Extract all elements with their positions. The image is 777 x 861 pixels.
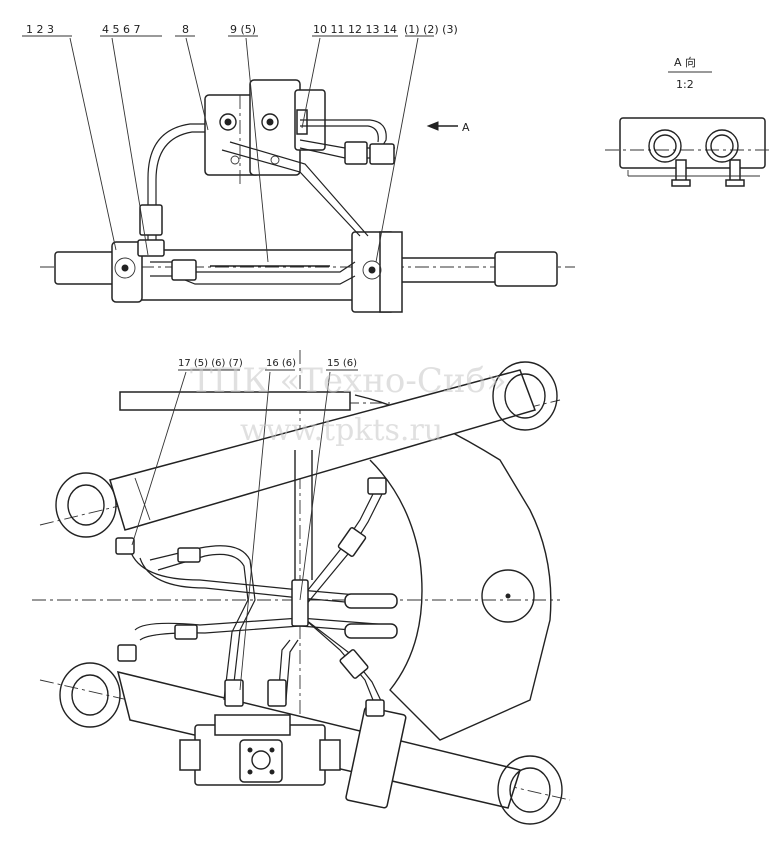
callout-8: 8 xyxy=(182,23,189,36)
callout-1-2-3: 1 2 3 xyxy=(26,23,54,36)
bottom-view xyxy=(32,350,571,825)
watermark-company: ТПК «Техно-Сиб» xyxy=(190,361,507,401)
detail-view-a: A 向 1:2 xyxy=(605,55,772,187)
callout-15: 15 (6) xyxy=(327,358,357,369)
callout-16: 16 (6) xyxy=(266,358,296,369)
watermark-url: www.tpkts.ru xyxy=(240,413,443,448)
view-direction-label: A xyxy=(462,121,470,134)
callout-4-5-6-7: 4 5 6 7 xyxy=(102,23,140,36)
detail-title: A 向 xyxy=(674,55,696,69)
upper-cylinder xyxy=(55,361,558,538)
top-view xyxy=(40,79,575,313)
callout-9: 9 (5) xyxy=(230,23,256,36)
callout-17: 17 (5) (6) (7) xyxy=(178,358,243,369)
lower-valve-block xyxy=(179,714,341,786)
callout-10-14: 10 11 12 13 14 xyxy=(313,23,397,36)
callout-1-2-3-paren: (1) (2) (3) xyxy=(404,23,458,36)
top-valve-block xyxy=(204,79,326,176)
detail-scale: 1:2 xyxy=(676,78,694,91)
bottom-callout-leaders xyxy=(131,369,358,691)
top-callout-leaders xyxy=(22,35,434,263)
